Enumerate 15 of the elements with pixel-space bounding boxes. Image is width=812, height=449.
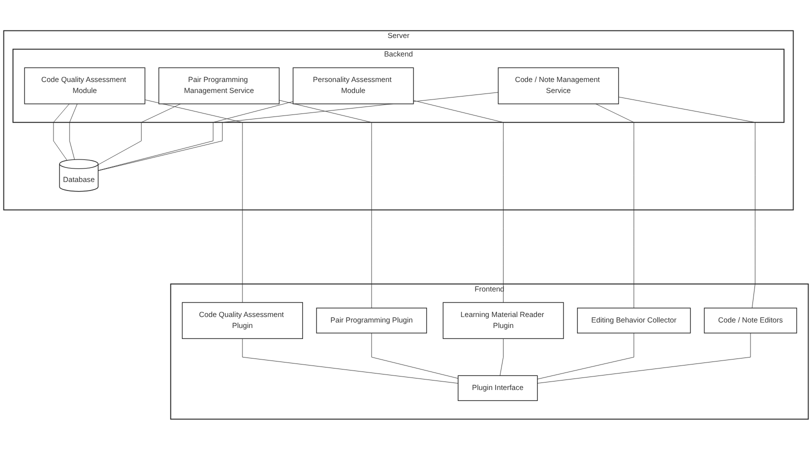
connector: [98, 92, 498, 171]
connector: [278, 100, 372, 308]
connector: [537, 332, 634, 379]
connector: [144, 99, 243, 302]
connector: [69, 103, 78, 160]
connector: [618, 96, 756, 308]
connector: [500, 338, 504, 376]
connector: [413, 100, 504, 302]
connector: [53, 103, 70, 160]
connector: [98, 103, 181, 165]
connector: [242, 338, 458, 384]
connector: [98, 100, 294, 170]
connector: [595, 103, 634, 308]
connector: [371, 332, 458, 378]
connector: [537, 332, 751, 384]
